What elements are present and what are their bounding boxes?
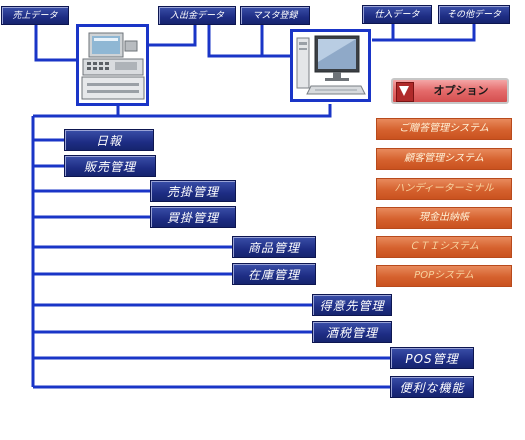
module-pos-management[interactable]: POS管理 bbox=[390, 347, 474, 369]
top-button-deposit-data[interactable]: 入出金データ bbox=[158, 6, 236, 25]
top-button-purchase-data[interactable]: 仕入データ bbox=[362, 5, 432, 24]
module-product-management[interactable]: 商品管理 bbox=[232, 236, 316, 258]
module-accounts-payable[interactable]: 買掛管理 bbox=[150, 206, 236, 228]
option-customer-management[interactable]: 顧客管理システム bbox=[376, 148, 512, 170]
option-cti-system[interactable]: ＣＴＩシステム bbox=[376, 236, 512, 258]
module-inventory-management[interactable]: 在庫管理 bbox=[232, 263, 316, 285]
options-button-label: オプション bbox=[433, 84, 489, 97]
option-pop-system[interactable]: POPシステム bbox=[376, 265, 512, 287]
module-accounts-receivable[interactable]: 売掛管理 bbox=[150, 180, 236, 202]
module-customer-account-management[interactable]: 得意先管理 bbox=[312, 294, 392, 316]
options-button[interactable]: オプション bbox=[391, 78, 509, 104]
top-button-sales-data[interactable]: 売上データ bbox=[1, 6, 69, 25]
pos-register-icon bbox=[81, 32, 145, 100]
pos-register-device bbox=[76, 24, 149, 106]
down-arrow-icon bbox=[396, 82, 414, 102]
module-useful-functions[interactable]: 便利な機能 bbox=[390, 376, 474, 398]
option-cash-book[interactable]: 現金出納帳 bbox=[376, 207, 512, 229]
desktop-pc-device bbox=[290, 29, 371, 102]
desktop-pc-icon bbox=[296, 35, 366, 95]
option-gift-management[interactable]: ご贈答管理システム bbox=[376, 118, 512, 140]
option-handy-terminal[interactable]: ハンディーターミナル bbox=[376, 178, 512, 200]
top-button-master-registration[interactable]: マスタ登録 bbox=[240, 6, 310, 25]
module-liquor-tax-management[interactable]: 酒税管理 bbox=[312, 321, 392, 343]
module-daily-report[interactable]: 日報 bbox=[64, 129, 154, 151]
module-sales-management[interactable]: 販売管理 bbox=[64, 155, 156, 177]
top-button-other-data[interactable]: その他データ bbox=[438, 5, 510, 24]
